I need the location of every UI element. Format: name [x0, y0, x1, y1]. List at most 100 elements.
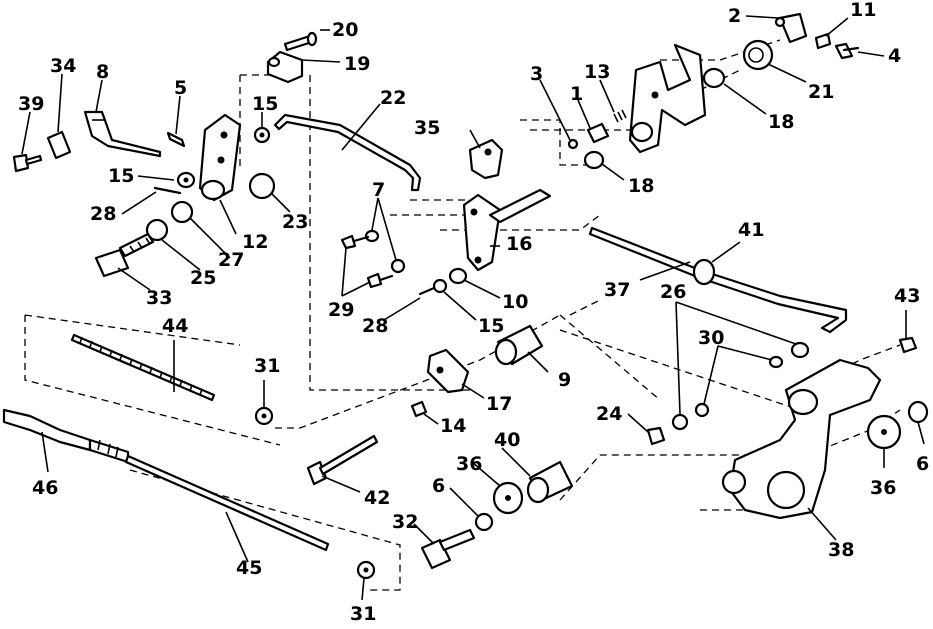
leader-lines — [21, 15, 925, 601]
callout-24: 24 — [596, 403, 622, 425]
screw-5 — [166, 131, 186, 148]
block-35 — [468, 138, 504, 180]
callout-3: 3 — [530, 63, 543, 85]
callout-44: 44 — [162, 315, 188, 337]
callout-9: 9 — [558, 369, 571, 391]
callout-25: 25 — [190, 267, 216, 289]
callout-38: 38 — [828, 539, 854, 561]
callout-40: 40 — [494, 429, 520, 451]
callout-33: 33 — [146, 287, 172, 309]
callout-14: 14 — [440, 415, 466, 437]
callout-10: 10 — [502, 291, 528, 313]
screw-39 — [12, 153, 43, 173]
shift-rod-22 — [273, 113, 422, 192]
washer-15-center — [432, 278, 448, 294]
bracket-8 — [83, 110, 162, 158]
lever-12 — [198, 113, 242, 202]
roller-9 — [494, 324, 544, 366]
callout-7: 7 — [372, 179, 385, 201]
spring-rod-44 — [70, 333, 216, 402]
mounting-bracket — [628, 43, 707, 154]
callout-13: 13 — [584, 61, 610, 83]
callout-15-upper: 15 — [252, 93, 278, 115]
washer-10 — [448, 267, 468, 285]
callout-30: 30 — [698, 327, 724, 349]
callout-18-upper: 18 — [768, 111, 794, 133]
callout-23: 23 — [282, 211, 308, 233]
washer-11 — [814, 32, 832, 50]
screw-4 — [834, 42, 860, 60]
callout-28-center: 28 — [362, 315, 388, 337]
cable-45-46 — [2, 408, 330, 552]
roller-40 — [526, 460, 574, 504]
washer-30 — [768, 355, 784, 369]
clip-2 — [774, 12, 808, 44]
callout-35: 35 — [414, 117, 440, 139]
pin-28 — [153, 186, 182, 195]
washer-27 — [170, 200, 194, 224]
bolt-33 — [94, 232, 155, 278]
washer-7b — [390, 258, 406, 274]
callout-labels: 20 19 34 8 5 39 15 22 35 15 28 12 23 27 … — [18, 0, 929, 625]
clevis-17 — [426, 348, 470, 394]
callout-21: 21 — [808, 81, 834, 103]
washer-25 — [145, 218, 169, 242]
callout-1: 1 — [570, 83, 583, 105]
callout-27: 27 — [218, 249, 244, 271]
callout-29: 29 — [328, 299, 354, 321]
callout-11: 11 — [850, 0, 876, 21]
pin-28-center — [418, 286, 436, 296]
screw-29b — [366, 272, 394, 289]
clevis-19 — [266, 50, 304, 84]
callout-32: 32 — [392, 511, 418, 533]
washer-6-center — [474, 512, 494, 532]
callout-6-center: 6 — [432, 475, 445, 497]
callout-39: 39 — [18, 93, 44, 115]
callout-43: 43 — [894, 285, 920, 307]
throttle-lever-38 — [721, 358, 882, 520]
callout-37: 37 — [604, 279, 630, 301]
callout-12: 12 — [242, 231, 268, 253]
callout-28-left: 28 — [90, 203, 116, 225]
washer-26b — [671, 413, 689, 431]
nut-24 — [646, 426, 666, 446]
callout-46: 46 — [32, 477, 58, 499]
nut-43 — [898, 336, 918, 354]
bolt-20 — [283, 31, 318, 52]
pin-3 — [567, 138, 579, 150]
callout-22: 22 — [380, 87, 406, 109]
callout-34: 34 — [50, 55, 76, 77]
screw-29a — [340, 234, 370, 250]
callout-31-lower: 31 — [350, 603, 376, 625]
washer-26 — [790, 341, 810, 359]
bushing-18b — [702, 67, 726, 89]
callout-19: 19 — [344, 53, 370, 75]
callout-31-upper: 31 — [254, 355, 280, 377]
callout-20: 20 — [332, 19, 358, 41]
callout-26: 26 — [660, 281, 686, 303]
washer-6-right — [907, 400, 929, 424]
bushing-1 — [586, 122, 610, 144]
callout-15-left: 15 — [108, 165, 134, 187]
pin-14 — [410, 400, 428, 418]
callout-36-right: 36 — [870, 477, 896, 499]
callout-42: 42 — [364, 487, 390, 509]
callout-6-right: 6 — [916, 453, 929, 475]
callout-41: 41 — [738, 219, 764, 241]
shift-lever-16 — [462, 188, 552, 272]
washer-23 — [248, 172, 276, 200]
bushing-18a — [583, 150, 605, 170]
callout-15-center: 15 — [478, 315, 504, 337]
callout-5: 5 — [174, 77, 187, 99]
cable-rod-37 — [588, 226, 848, 334]
callout-16: 16 — [506, 233, 532, 255]
bolt-42 — [306, 434, 379, 486]
callout-8: 8 — [96, 61, 109, 83]
callout-36-center: 36 — [456, 453, 482, 475]
callout-2: 2 — [728, 5, 741, 27]
callout-17: 17 — [486, 393, 512, 415]
clip-34 — [46, 130, 72, 160]
washer-30b — [694, 402, 710, 418]
callout-45: 45 — [236, 557, 262, 579]
